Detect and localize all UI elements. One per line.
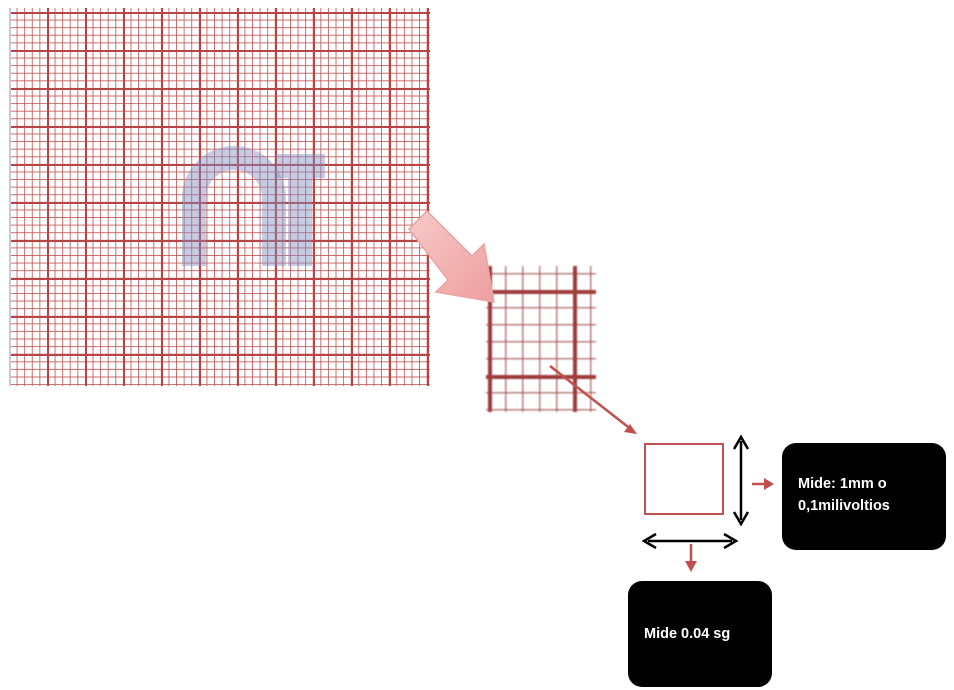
voltage-callout-line1: Mide: 1mm o xyxy=(798,476,887,492)
double-arrow-icon xyxy=(732,434,750,527)
small-square-1mm xyxy=(644,443,724,515)
red-arrow-icon xyxy=(752,478,774,490)
voltage-callout: Mide: 1mm o 0,1milivoltios xyxy=(782,443,946,550)
ecg-grid-paper xyxy=(9,8,430,386)
voltage-callout-line2: 0,1milivoltios xyxy=(798,498,890,514)
watermark-logo: nT xyxy=(182,146,325,266)
time-callout-text: Mide 0.04 sg xyxy=(644,626,731,642)
double-arrow-icon xyxy=(641,532,739,550)
zoomed-grid-detail xyxy=(486,266,596,412)
time-callout: Mide 0.04 sg xyxy=(628,581,772,687)
red-arrow-icon xyxy=(685,544,697,572)
